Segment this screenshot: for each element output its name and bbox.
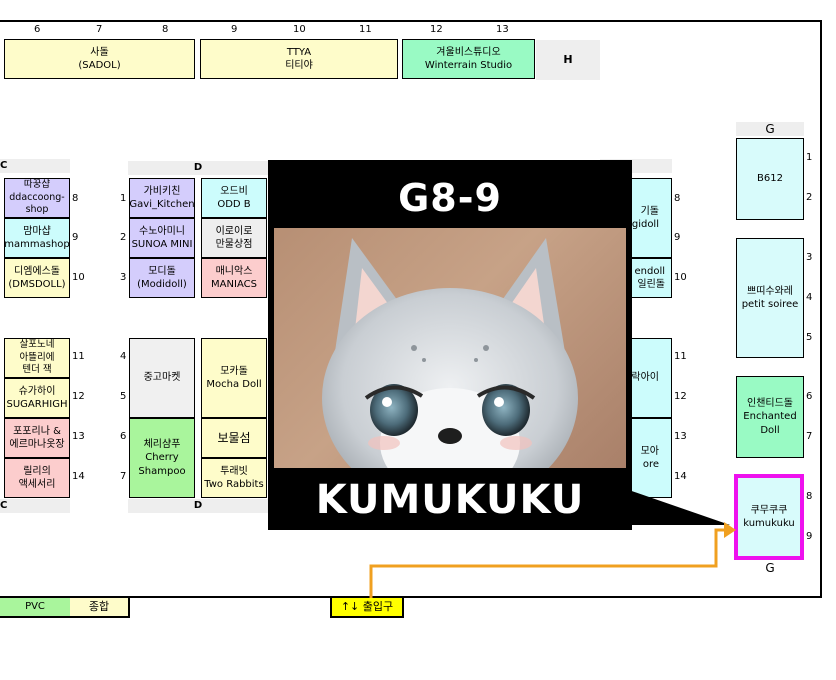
column-e-number: 12 (674, 391, 687, 402)
top-number-9: 9 (231, 24, 238, 35)
column-e-number: 8 (674, 193, 681, 204)
booth-kumukuku[interactable]: 쿠무쿠쿠 kumukuku (734, 474, 804, 560)
booth-two-rabbits[interactable]: 투래빗 Two Rabbits (201, 458, 267, 498)
fox-doll-illustration (322, 238, 578, 468)
brand-name: KUMUKUKU (315, 477, 585, 523)
legend-pvc: PVC (0, 598, 70, 618)
hall-right-wall (820, 20, 822, 598)
top-number-8: 8 (162, 24, 169, 35)
zone-h-label: H (536, 40, 600, 80)
column-c-number: 13 (72, 431, 85, 442)
column-e-number: 13 (674, 431, 687, 442)
column-g-number: 7 (806, 431, 813, 442)
column-e-number: 11 (674, 351, 687, 362)
booth-name: 사돌 (90, 46, 109, 58)
hall-top-wall (0, 20, 822, 22)
column-c-number: 11 (72, 351, 85, 362)
legend-general: 종합 (70, 598, 130, 618)
column-e-number: 14 (674, 471, 687, 482)
booth-code-title: G8-9 (398, 176, 502, 220)
booth-mammashop[interactable]: 맘마샵 mammashop (4, 218, 70, 258)
hall-bottom-wall (0, 596, 822, 598)
booth-cherry-shampoo[interactable]: 체리샴푸 Cherry Shampoo (129, 418, 195, 498)
callout-pointer (600, 480, 730, 525)
column-c-number: 10 (72, 272, 85, 283)
column-d-label-bottom: D (128, 499, 268, 513)
column-c-number: 8 (72, 193, 79, 204)
column-d-number: 3 (120, 272, 127, 283)
booth-name-en: Winterrain Studio (424, 60, 513, 71)
column-c-number: 9 (72, 232, 79, 243)
entrance-label: ↑↓ 출입구 (330, 598, 404, 618)
column-c-label-top: C (0, 159, 70, 173)
column-e-number: 10 (674, 272, 687, 283)
booth-sadol[interactable]: 사돌 (SADOL) (4, 39, 195, 79)
column-g-number: 2 (806, 192, 813, 203)
column-g-number: 3 (806, 252, 813, 263)
booth-maniacs[interactable]: 매니악스 MANIACS (201, 258, 267, 298)
column-c-label-bottom: C (0, 499, 70, 513)
column-d-label-top: D (128, 161, 268, 175)
column-g-label-bottom: G (736, 561, 804, 575)
booth-winterrain[interactable]: 겨울비스튜디오 Winterrain Studio (402, 39, 535, 79)
booth-iroiro[interactable]: 이로이로 만물상점 (201, 218, 267, 258)
column-g-number: 9 (806, 531, 813, 542)
booth-name: TTYA (286, 46, 312, 58)
booth-sunoa-mini[interactable]: 수노아미니 SUNOA MINI (129, 218, 195, 258)
column-e-number: 9 (674, 232, 681, 243)
top-number-10: 10 (293, 24, 306, 35)
column-c-number: 14 (72, 471, 85, 482)
booth-name-en: (SADOL) (78, 60, 121, 71)
column-d-number: 7 (120, 471, 127, 482)
doll-photo (274, 228, 626, 468)
top-number-13: 13 (496, 24, 509, 35)
column-g-number: 5 (806, 332, 813, 343)
booth-treasure-island[interactable]: 보물섬 (201, 418, 267, 458)
booth-dmsdoll[interactable]: 디엠에스돌 (DMSDOLL) (4, 258, 70, 298)
route-arrow (369, 522, 736, 600)
booth-enchanted-doll[interactable]: 인챈티드돌 Enchanted Doll (736, 376, 804, 458)
column-g-number: 8 (806, 491, 813, 502)
column-d-number: 1 (120, 193, 127, 204)
booth-tender-jack[interactable]: 살포노네 아뜰리에 텐더 잭 (4, 338, 70, 378)
booth-used-market[interactable]: 중고마켓 (129, 338, 195, 418)
column-g-label-top: G (736, 122, 804, 136)
column-g-number: 4 (806, 292, 813, 303)
column-c-number: 12 (72, 391, 85, 402)
booth-b612[interactable]: B612 (736, 138, 804, 220)
booth-poporina[interactable]: 포포리나 & 에르마나옷장 (4, 418, 70, 458)
column-d-number: 5 (120, 391, 127, 402)
booth-gavi-kitchen[interactable]: 가비키친 Gavi_Kitchen (129, 178, 195, 218)
booth-callout-card: G8-9 (268, 160, 632, 530)
booth-odd-b[interactable]: 오드비 ODD B (201, 178, 267, 218)
booth-name-kr: 티티야 (285, 60, 313, 71)
top-number-6: 6 (34, 24, 41, 35)
top-number-11: 11 (359, 24, 372, 35)
booth-ttya[interactable]: TTYA 티티야 (200, 39, 398, 79)
booth-sugarhigh[interactable]: 슈가하이 SUGARHIGH (4, 378, 70, 418)
column-d-number: 4 (120, 351, 127, 362)
column-g-number: 6 (806, 391, 813, 402)
top-number-12: 12 (430, 24, 443, 35)
column-d-number: 6 (120, 431, 127, 442)
booth-modidoll[interactable]: 모디돌 (Modidoll) (129, 258, 195, 298)
booth-name: 겨울비스튜디오 (436, 46, 501, 58)
booth-mocha-doll[interactable]: 모카돌 Mocha Doll (201, 338, 267, 418)
column-d-number: 2 (120, 232, 127, 243)
booth-ddaccoong[interactable]: 따꿍샵 ddaccoong- shop (4, 178, 70, 218)
column-g-number: 1 (806, 152, 813, 163)
booth-lily-accessory[interactable]: 릴리의 액세서리 (4, 458, 70, 498)
booth-petit-soiree[interactable]: 쁘띠수와레 petit soiree (736, 238, 804, 358)
top-number-7: 7 (96, 24, 103, 35)
